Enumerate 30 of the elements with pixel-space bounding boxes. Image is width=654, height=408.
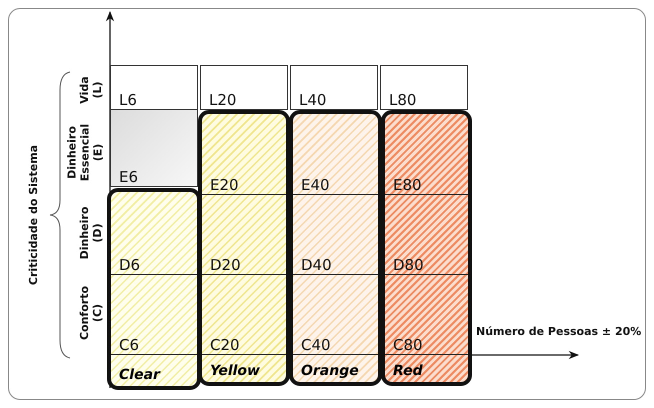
grid-cell: D80 <box>385 195 468 275</box>
zone-label: Clear <box>118 367 162 383</box>
row-label: Vida (L) <box>78 75 104 106</box>
row-label: Conforto (C) <box>78 285 104 341</box>
zone-label: Yellow <box>209 363 261 379</box>
grid-cell: C40 <box>293 275 378 355</box>
grid-cell: D6 <box>111 195 197 275</box>
grid-cell: D20 <box>202 195 286 275</box>
grid-cell: E6 <box>110 109 198 187</box>
grid-cell: E80 <box>385 115 468 195</box>
row-label: Dinheiro Essencial (E) <box>66 122 104 183</box>
row-label: Dinheiro (D) <box>78 206 104 261</box>
grid-cell: C6 <box>111 275 197 355</box>
grid-cell: L40 <box>290 65 378 110</box>
zone-outline <box>289 110 382 386</box>
grid-cell: E40 <box>293 115 378 195</box>
grid-cell: D40 <box>293 195 378 275</box>
zone-label: Orange <box>300 363 360 379</box>
zone-outline <box>107 188 201 390</box>
grid-cell: E20 <box>202 115 286 195</box>
grid-cell: C20 <box>202 275 286 355</box>
grid-cell: L6 <box>110 65 198 110</box>
axis-title: Número de Pessoas ± 20% <box>476 325 642 338</box>
grid-cell: L20 <box>200 65 288 110</box>
grid-cell: C80 <box>385 275 468 355</box>
grid-cell: L80 <box>380 65 468 110</box>
axis-title: Criticidade do Sistema <box>27 144 41 288</box>
zone-outline <box>381 110 472 386</box>
zone-outline <box>198 110 290 386</box>
zone-label: Red <box>392 363 424 379</box>
